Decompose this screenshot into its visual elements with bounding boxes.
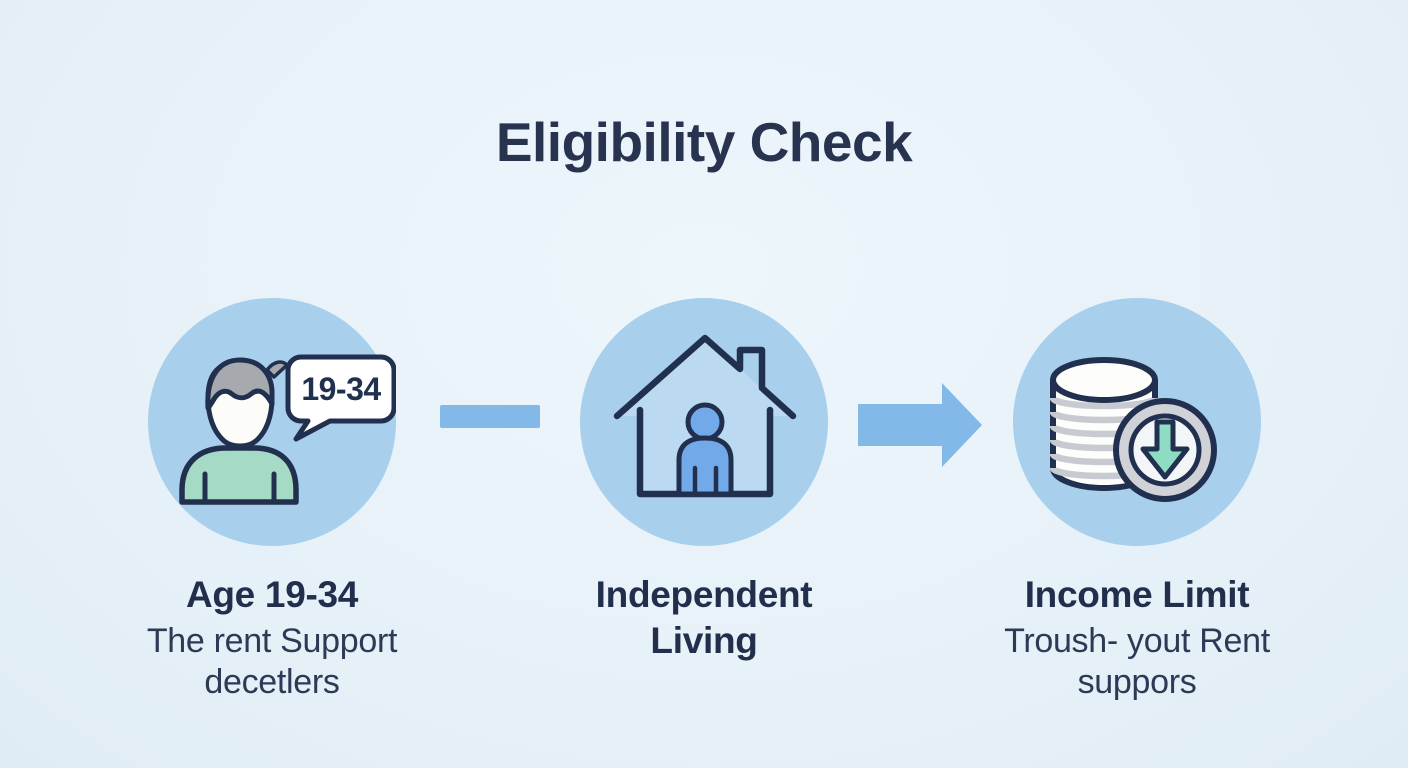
hair [205, 357, 275, 411]
step-circle-income-limit [1013, 298, 1261, 546]
step-heading: Age 19-34 [185, 574, 359, 615]
step-heading: Independent Living [595, 574, 813, 662]
dash-connector [440, 405, 540, 428]
step-caption-income-limit: Income Limit Troush- yout Rent suppors [957, 572, 1317, 703]
arrow-right-icon [858, 383, 982, 472]
person-body [179, 357, 299, 505]
step-circle-independent-living [580, 298, 828, 546]
step-heading: Income Limit [1024, 574, 1250, 615]
bubble-age-range: 19-34 [301, 371, 381, 407]
step-caption-independent-living: Independent Living [524, 572, 884, 665]
step-subtitle: The rent Support decetlers [146, 622, 398, 702]
speech-bubble: 19-34 [285, 354, 396, 442]
step-circle-age: 19-34 [148, 298, 396, 546]
roof-chimney [613, 334, 797, 420]
house-with-person-icon [613, 334, 797, 498]
download-badge-icon [1113, 398, 1217, 502]
person-icon [676, 402, 734, 497]
person-with-speech-bubble-icon: 19-34 [179, 354, 396, 505]
page-title: Eligibility Check [495, 111, 913, 173]
down-arrow-icon [1140, 419, 1190, 480]
step-caption-age: Age 19-34 The rent Support decetlers [92, 572, 452, 703]
step-subtitle: Troush- yout Rent suppors [1004, 622, 1270, 702]
coin-stack-download-icon [1049, 357, 1217, 502]
